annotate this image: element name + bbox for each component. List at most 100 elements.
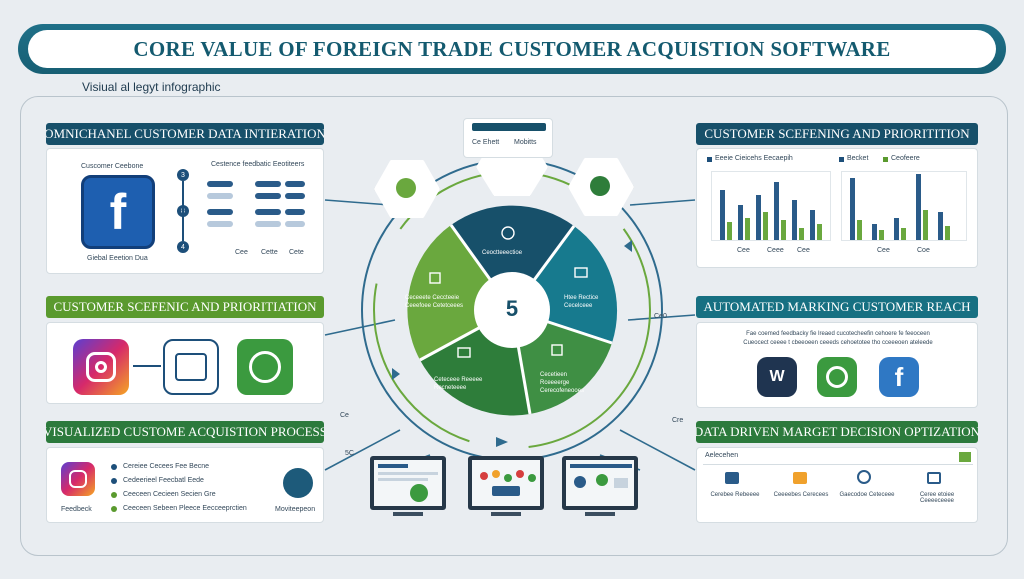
- bar-pill: [285, 193, 305, 199]
- bar-pill: [285, 209, 305, 215]
- page-subtitle: Visiual al legyt infographic: [82, 80, 221, 94]
- page-title: Core Value of Foreign Trade Customer Acq…: [133, 36, 891, 61]
- bar-pill: [255, 193, 281, 199]
- top-legend-right: Mobitts: [514, 139, 537, 146]
- segment-label: Ceoctteeectioe: [482, 250, 523, 256]
- process-item: Ceeceen Sebeen Pleece Eecceeprctien: [123, 505, 247, 512]
- whatsapp-icon: [237, 339, 293, 395]
- mini-chart-1: [711, 171, 831, 241]
- panel-header-decision: Data Driven Marget Decision Optization: [696, 421, 978, 443]
- panel-header-process: Visualized Custome Acquistion Process: [46, 421, 324, 443]
- bar-pill: [207, 221, 233, 227]
- network-icon: [396, 178, 416, 198]
- network-icon: [590, 176, 610, 196]
- step-badge: 4: [177, 241, 189, 253]
- legend-swatch: [707, 157, 712, 162]
- omnichannel-footer: Cete: [289, 249, 304, 256]
- panel-automated-reach: Fae coemed feedbacky fie lreaed cucotech…: [696, 322, 978, 408]
- ring-arrow: [392, 368, 400, 380]
- app-logo-icon: W: [757, 357, 797, 397]
- monitor-screen: [374, 460, 442, 506]
- list-bullet: [111, 464, 117, 470]
- infographic-frame: [20, 96, 1008, 556]
- omnichannel-list-title: Cestence feedbatic Eeotiteers: [211, 161, 305, 168]
- document-icon: [927, 472, 941, 484]
- app-window-icon: [163, 339, 219, 395]
- ring-arrow: [496, 437, 508, 447]
- monitor-stand: [393, 512, 423, 516]
- bar-pill: [207, 193, 233, 199]
- center-circle: [474, 272, 550, 348]
- connector-line: [324, 429, 401, 471]
- panel-social-apps: [46, 322, 324, 404]
- chart-x-label: Coe: [917, 247, 930, 254]
- connector-line: [324, 319, 396, 336]
- segment-label: Ceceeete Ceccteeie Ceeefoee Cetetceees: [405, 295, 464, 309]
- top-legend-box: Ce Ehett Mobitts: [463, 118, 553, 158]
- bar-pill: [285, 221, 305, 227]
- panel-header-omnichannel: Omnichanel Customer Data Intieration: [46, 123, 324, 145]
- omnichannel-footer: Cette: [261, 249, 278, 256]
- chat-icon: [410, 484, 428, 502]
- instagram-icon: [73, 339, 129, 395]
- monitor-screen: [566, 460, 634, 506]
- ring-label: 5C: [345, 450, 354, 457]
- monitor-3: [562, 456, 638, 510]
- cloud-icon: [283, 468, 313, 498]
- ring-label: Cre: [672, 417, 684, 424]
- decision-item: Ceree etoiee Ceeeeceeee: [919, 492, 955, 504]
- omnichannel-caption-top: Cuscomer Ceebone: [81, 163, 144, 170]
- search-icon: [857, 470, 871, 484]
- list-bullet: [111, 492, 117, 498]
- ring-arrow: [624, 240, 632, 252]
- decision-item: Gaecodoe Ceteceee: [839, 492, 895, 498]
- list-bullet: [111, 506, 117, 512]
- process-item: Cedeerieel Feecbatl Eede: [123, 477, 204, 484]
- process-item: Ceeceen Cecieen Secien Gre: [123, 491, 216, 498]
- checklist-icon: [457, 347, 471, 358]
- chart-icon: [574, 267, 588, 278]
- segment-top: [451, 205, 574, 310]
- segment-label: Cecetieen Rceeeerge Cerecofeneooes: [540, 372, 585, 394]
- legend-swatch: [883, 157, 888, 162]
- briefcase-icon: [725, 472, 739, 484]
- bar-pill: [255, 181, 281, 187]
- monitor-stand: [585, 512, 615, 516]
- divider: [703, 464, 973, 465]
- panel-omnichannel: Cuscomer Ceebone f Giebal Eeetion Dua Ce…: [46, 148, 324, 274]
- decision-header: Aelecehen: [705, 452, 739, 459]
- title-banner-inner: Core Value of Foreign Trade Customer Acq…: [28, 30, 996, 68]
- bar-pill: [285, 181, 305, 187]
- automated-text: Cueocect ceeee t cbeeoeen ceeeds cehoeto…: [743, 340, 933, 346]
- facebook-icon: f: [879, 357, 919, 397]
- omnichannel-footer: Cee: [235, 249, 248, 256]
- top-legend-tab: [472, 123, 546, 131]
- panel-header-screening-left: Customer Scefenic and Prioritiation: [46, 296, 324, 318]
- chart-legend: Ceofeere: [891, 155, 920, 162]
- step-badge: 3: [177, 169, 189, 181]
- process-left-caption: Feedbeck: [61, 506, 92, 513]
- decision-item: Cerebee Rebeeee: [710, 492, 760, 498]
- monitor-stand: [491, 512, 521, 516]
- segment-left: [407, 225, 512, 360]
- legend-swatch: [839, 157, 844, 162]
- chart-x-label: Cee: [877, 247, 890, 254]
- person-icon: [501, 226, 515, 240]
- process-item: Cereiee Cecees Fee Becne: [123, 463, 209, 470]
- bar-pill: [207, 181, 233, 187]
- box-icon: [793, 472, 807, 484]
- chart-x-label: Cee: [737, 247, 750, 254]
- bar-pill: [255, 221, 281, 227]
- segment-label: Ceteceee Reeeee Recneteeee: [434, 377, 483, 391]
- panel-header-screening-right: Customer Scefening and Prioritition: [696, 123, 978, 145]
- panel-decision: Aelecehen Cerebee Rebeeee Ceeeebes Cerec…: [696, 447, 978, 523]
- instagram-icon: [61, 462, 95, 496]
- chart-x-label: Cee: [797, 247, 810, 254]
- panel-bar-charts: Eeeie Cieicehs Eecaepih Becket Ceofeere …: [696, 148, 978, 268]
- whatsapp-icon: [817, 357, 857, 397]
- chart-x-label: Ceee: [767, 247, 784, 254]
- top-legend-left: Ce Ehett: [472, 139, 500, 146]
- chart-legend: Eeeie Cieicehs Eecaepih: [715, 155, 793, 162]
- step-line: [182, 181, 184, 241]
- panel-process: Feedbeck Cereiee Cecees Fee Becne Cedeer…: [46, 447, 324, 523]
